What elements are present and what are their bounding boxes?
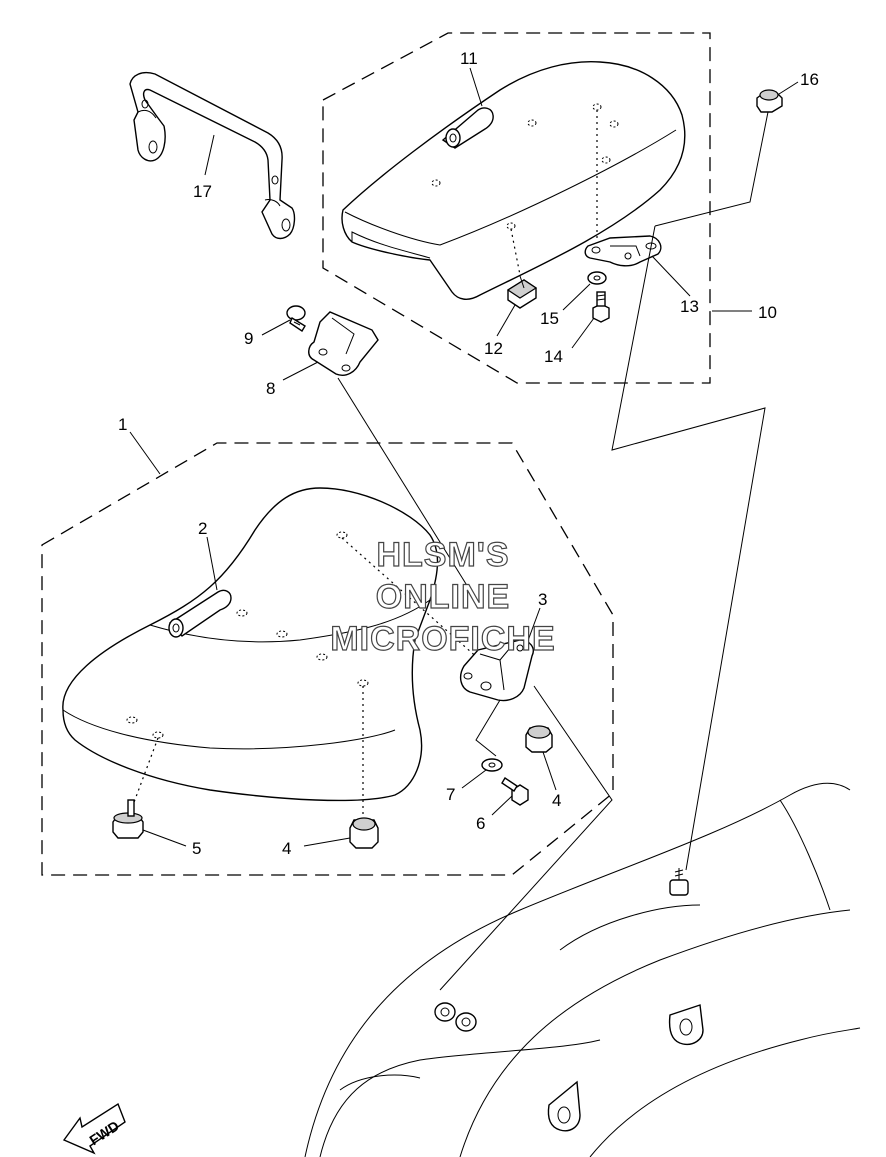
callout-15: 15: [540, 309, 559, 328]
bracket-3: [459, 639, 534, 702]
fender-stud: [669, 868, 689, 896]
rear-fender: [304, 782, 861, 1157]
front-seat-assembly: [62, 487, 439, 802]
group-boundary-rear-seat: [322, 32, 711, 384]
bolt-9: [286, 305, 306, 332]
callout-1: 1: [118, 415, 127, 434]
bracket-13: [584, 235, 662, 267]
callout-16: 16: [800, 70, 819, 89]
callout-11: 11: [460, 49, 478, 68]
fender-boss-left: [434, 1002, 477, 1032]
callout-10: 10: [758, 303, 777, 322]
fwd-arrow-icon: FWD: [62, 1102, 126, 1155]
watermark-line-2: ONLINE: [376, 578, 510, 616]
bracket-8: [308, 311, 379, 376]
callout-labels: 1 2 3 4 4 5 6 7 8 9 10 11 12 13 14 15 16…: [118, 49, 819, 858]
callout-13: 13: [680, 297, 699, 316]
bolt-14: [592, 291, 610, 323]
watermark-line-1: HLSM'S: [376, 536, 509, 574]
hinge-pin-2: [168, 589, 232, 638]
damper-12: [506, 275, 538, 309]
watermark-line-3: MICROFICHE: [330, 620, 555, 658]
callout-12: 12: [484, 339, 503, 358]
callout-4-lower: 4: [282, 839, 291, 858]
bolt-6: [501, 777, 529, 806]
group-boundary-front-seat: [41, 442, 614, 876]
damper-4-right: [525, 725, 553, 753]
damper-4-lower: [349, 817, 379, 849]
cap-nut-16: [756, 89, 783, 113]
damper-5: [112, 799, 144, 839]
leader-lines: [129, 67, 799, 991]
callout-3: 3: [538, 590, 547, 609]
watermark: HLSM'S ONLINE MICROFICHE: [330, 535, 556, 658]
callout-9: 9: [244, 329, 253, 348]
rear-seat-11: [341, 61, 686, 300]
callout-7: 7: [446, 785, 455, 804]
grab-bar-17: [129, 71, 296, 240]
callout-6: 6: [476, 814, 485, 833]
callout-8: 8: [266, 379, 275, 398]
callout-14: 14: [544, 347, 563, 366]
callout-5: 5: [192, 839, 201, 858]
callout-4-right: 4: [552, 791, 561, 810]
callout-2: 2: [198, 519, 207, 538]
callout-17: 17: [193, 182, 212, 201]
washer-7: [481, 758, 503, 772]
washer-15: [587, 271, 607, 285]
